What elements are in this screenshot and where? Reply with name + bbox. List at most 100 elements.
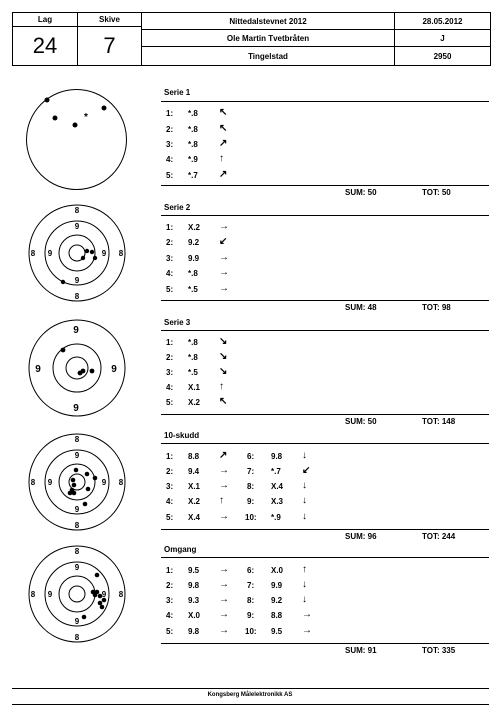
shot-direction-icon: → <box>302 625 312 636</box>
shot-hole <box>60 347 66 353</box>
shot-number: 5: <box>166 627 174 636</box>
series-title: Serie 2 <box>164 203 191 212</box>
shot-score: *.9 <box>188 155 198 164</box>
shot-number: 7: <box>247 467 255 476</box>
shot-direction-icon: → <box>219 221 229 232</box>
skive-value: 7 <box>78 27 142 65</box>
shot-score: 8.8 <box>188 452 200 461</box>
shot-direction-icon: ↗ <box>219 138 228 149</box>
target-outer-ring <box>28 433 126 531</box>
shot-score: 9.3 <box>188 596 200 605</box>
series-title: Serie 1 <box>164 88 191 97</box>
shot-score: 8.8 <box>271 611 283 620</box>
shot-direction-icon: ↖ <box>219 123 228 134</box>
series-total: TOT: 98 <box>422 303 451 312</box>
target-ring-9 <box>58 463 96 501</box>
shot-hole <box>84 248 90 254</box>
ring-label-8: 8 <box>119 249 124 258</box>
ring-label-9: 9 <box>75 451 80 460</box>
shot-direction-icon: ↓ <box>302 480 307 491</box>
target-center <box>68 585 86 603</box>
shot-hole <box>44 97 50 103</box>
ring-label-9: 9 <box>75 617 80 626</box>
series-sum: SUM: 50 <box>345 417 377 426</box>
shot-score: *.8 <box>188 338 198 347</box>
target-center <box>68 473 86 491</box>
shot-direction-icon: → <box>219 594 229 605</box>
shot-number: 5: <box>166 513 174 522</box>
shot-direction-icon: → <box>219 252 229 263</box>
shot-direction-icon: ↑ <box>219 495 224 506</box>
shot-score: 9.9 <box>188 254 200 263</box>
shot-direction-icon: → <box>302 609 312 620</box>
shot-direction-icon: → <box>219 609 229 620</box>
footer-divider <box>12 688 489 689</box>
ring-label-9: 9 <box>48 249 53 258</box>
skive-label: Skive <box>78 13 142 27</box>
shot-score: 9.5 <box>271 627 283 636</box>
shot-marker-last: * <box>84 112 88 123</box>
shot-hole <box>92 592 98 598</box>
shot-number: 9: <box>247 497 255 506</box>
shot-score: 9.2 <box>188 238 200 247</box>
ring-label-9: 9 <box>73 325 79 336</box>
shot-number: 5: <box>166 171 174 180</box>
shot-score: *.8 <box>188 353 198 362</box>
club-name: Tingelstad <box>142 47 395 65</box>
shot-hole <box>80 255 86 261</box>
shot-hole <box>97 593 103 599</box>
shot-score: *.8 <box>188 140 198 149</box>
ring-label-9: 9 <box>102 249 107 258</box>
shot-score: 9.8 <box>188 627 200 636</box>
series-sum: SUM: 91 <box>345 646 377 655</box>
shot-number: 3: <box>166 482 174 491</box>
target-ring-9 <box>52 343 102 393</box>
series-divider <box>161 414 489 415</box>
shot-score: *.8 <box>188 109 198 118</box>
series-sum: SUM: 50 <box>345 188 377 197</box>
shot-direction-icon: ↓ <box>302 495 307 506</box>
shot-hole <box>101 105 107 111</box>
ring-label-9: 9 <box>102 590 107 599</box>
shot-number: 2: <box>166 125 174 134</box>
shot-direction-icon: ↘ <box>219 336 228 347</box>
shooter-number: 2950 <box>433 51 452 61</box>
shot-direction-icon: → <box>219 480 229 491</box>
shot-score: X.2 <box>188 398 201 407</box>
shot-number: 2: <box>166 467 174 476</box>
series-divider <box>161 101 489 102</box>
ring-label-9: 9 <box>102 478 107 487</box>
target-outer-ring <box>28 545 126 643</box>
shot-number: 3: <box>166 254 174 263</box>
target-outer-ring <box>28 319 126 417</box>
shot-hole <box>73 467 79 473</box>
target-omgang: 8 8 8 8 9 9 9 9 <box>28 545 126 643</box>
shot-number: 9: <box>247 611 255 620</box>
shot-number: 8: <box>247 482 255 491</box>
ring-label-9: 9 <box>48 478 53 487</box>
shot-number: 4: <box>166 611 174 620</box>
shooter-class: J <box>395 30 490 47</box>
ring-label-8: 8 <box>119 590 124 599</box>
shot-score: 9.9 <box>271 581 283 590</box>
shot-number: 5: <box>166 398 174 407</box>
ring-label-8: 8 <box>31 478 36 487</box>
shot-number: 4: <box>166 269 174 278</box>
shot-score: X.0 <box>188 611 201 620</box>
footer-divider <box>12 704 489 705</box>
shot-number: 4: <box>166 497 174 506</box>
shot-hole <box>92 475 98 481</box>
shot-hole <box>89 249 95 255</box>
series-divider <box>161 557 489 558</box>
shot-direction-icon: ↑ <box>219 153 224 164</box>
ring-label-9: 9 <box>75 276 80 285</box>
header-table: Lag 24 Skive 7 Nittedalstevnet 2012 28.0… <box>12 12 491 66</box>
shot-score: *.7 <box>188 171 198 180</box>
shot-score: 9.8 <box>271 452 283 461</box>
ring-label-8: 8 <box>75 547 80 556</box>
target-center <box>68 244 86 262</box>
shot-hole <box>71 482 77 488</box>
series-divider <box>161 185 489 186</box>
ring-label-9: 9 <box>35 364 41 375</box>
series-divider <box>161 443 489 444</box>
